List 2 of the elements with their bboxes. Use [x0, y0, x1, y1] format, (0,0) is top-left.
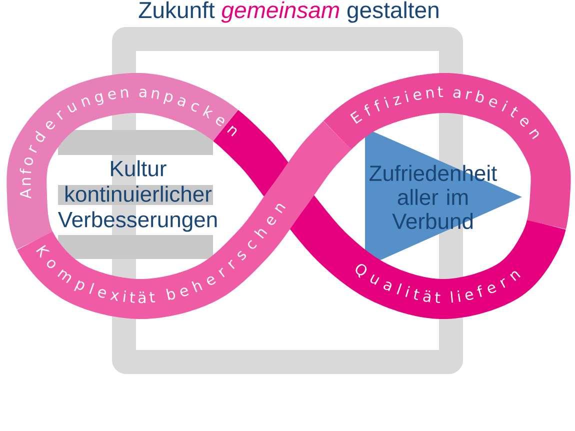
text-label: Kultur kontinuierlicher Verbesserungen	[58, 160, 217, 232]
title: Zukunft gemeinsam gestalten	[138, 1, 438, 23]
